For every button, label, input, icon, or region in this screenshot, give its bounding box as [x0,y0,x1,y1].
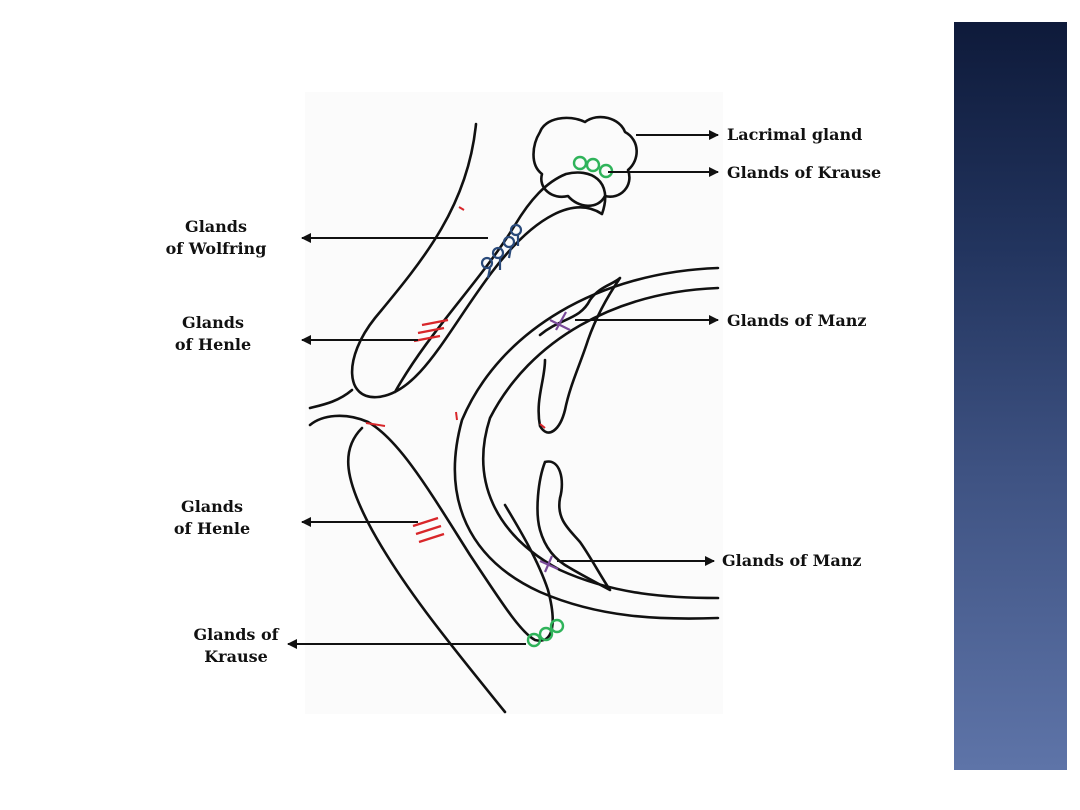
label-manz-upper: Glands of Manz [727,311,867,330]
henle-glands-lower [412,516,445,544]
label-lacrimal-gland: Lacrimal gland [727,125,863,144]
label-wolfring-line1: Glands [185,217,247,236]
lower-fornix-fold [536,460,612,592]
label-wolfring: Glands of Wolfring [136,216,296,260]
slide-side-panel [954,22,1067,770]
label-henle-upper-line2: of Henle [174,335,252,354]
label-henle-lower-line1: Glands [181,497,243,516]
upper-lid-margin [308,388,354,410]
label-wolfring-line2: of Wolfring [165,239,267,258]
lacrimal-gland-outline [532,115,638,208]
label-henle-upper: Glands of Henle [138,312,288,356]
lower-eyelid-outline [308,414,554,642]
henle-glands-upper [413,318,449,343]
wolfring-glands [480,223,523,279]
label-krause-upper: Glands of Krause [727,163,882,182]
manz-glands-upper [549,311,571,331]
krause-glands-lower [526,618,565,648]
diagram-background [305,92,723,714]
label-henle-lower: Glands of Henle [132,496,292,540]
manz-glands-lower [539,555,559,573]
label-krause-lower: Glands of Krause [158,624,314,668]
label-pointer-arrows [287,130,719,649]
upper-fornix-fold [537,276,622,434]
label-krause-lower-line1: Glands of [193,625,279,644]
globe-outer-arc [453,266,720,620]
label-henle-lower-line2: of Henle [173,519,251,538]
label-manz-lower: Glands of Manz [722,551,862,570]
globe-inner-arc [482,286,720,600]
margin-accent-marks [365,206,546,429]
label-krause-lower-line2: Krause [204,647,268,666]
lower-eyelid-outline-outer [346,426,507,714]
label-henle-upper-line1: Glands [182,313,244,332]
